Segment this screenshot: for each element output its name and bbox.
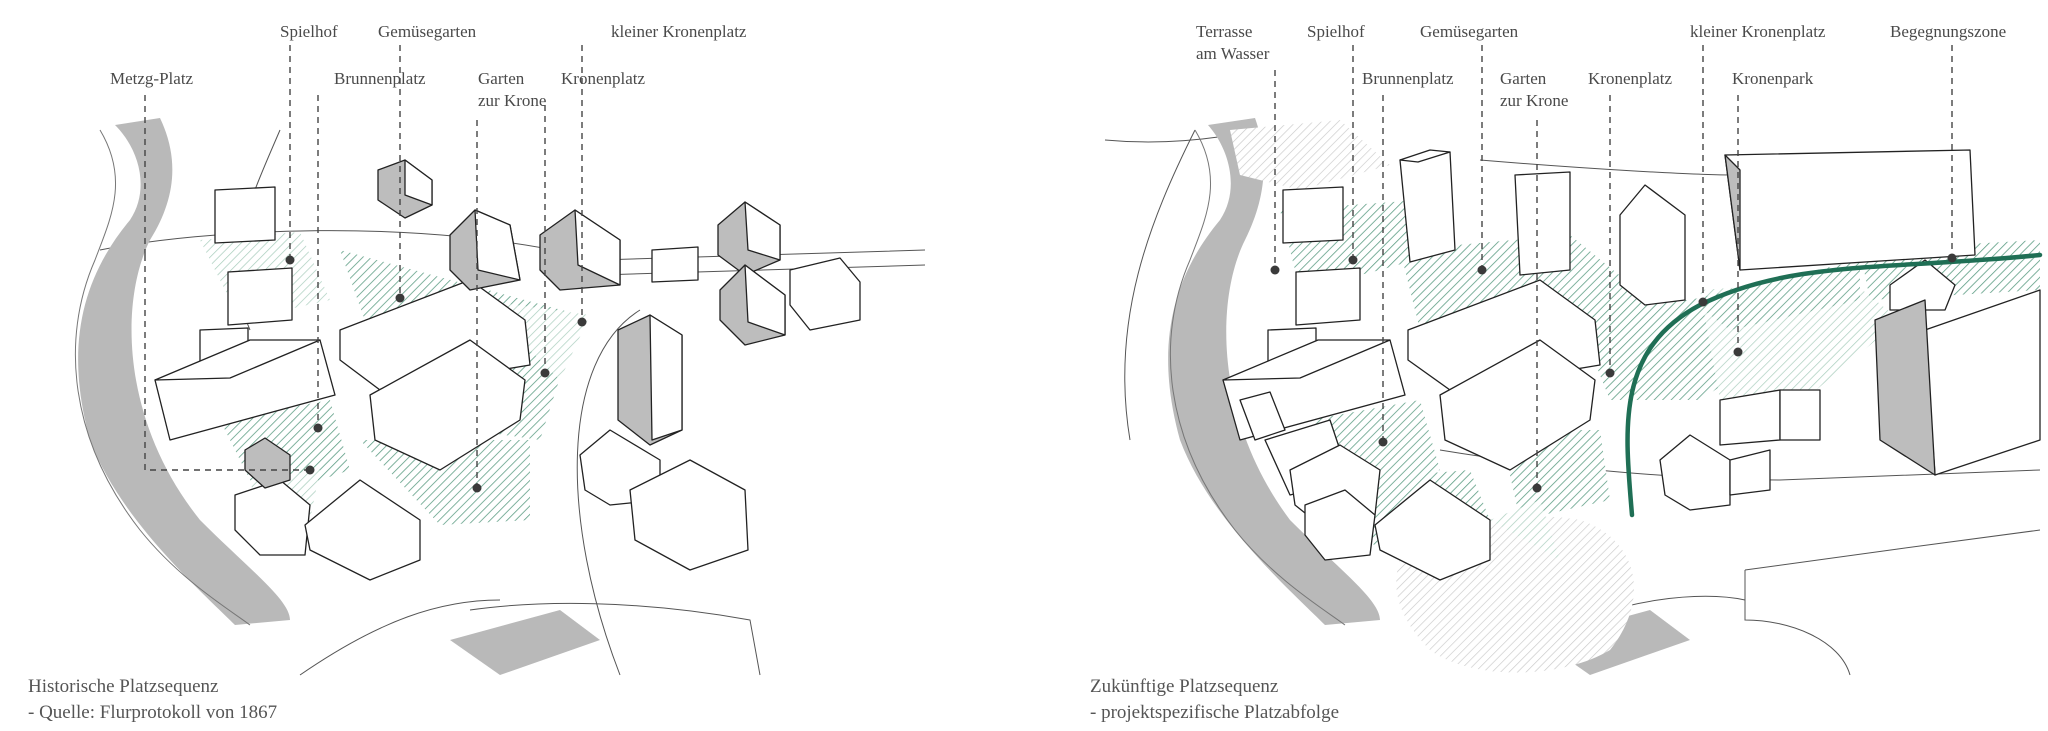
right-caption-subtitle: - projektspezifische Platzabfolge (1090, 702, 1339, 723)
left-river (74, 118, 600, 675)
left-buildings (154, 159, 861, 581)
right-leaders (1274, 45, 1953, 488)
label-brunnenplatz-r: Brunnenplatz (1362, 69, 1454, 88)
label-gemuesegarten: Gemüsegarten (378, 22, 477, 41)
label-terrasse-1: Terrasse (1196, 22, 1252, 41)
label-spielhof: Spielhof (280, 22, 338, 41)
label-gemuesegarten-r: Gemüsegarten (1420, 22, 1519, 41)
right-panel: Terrasse am Wasser Spielhof Brunnenplatz… (1090, 22, 2043, 723)
label-kronenplatz: Kronenplatz (561, 69, 645, 88)
left-panel: Metzg-Platz Spielhof Brunnenplatz Gemüse… (28, 22, 926, 723)
label-brunnenplatz: Brunnenplatz (334, 69, 426, 88)
label-garten-zur-krone-r-1: Garten (1500, 69, 1547, 88)
left-dots (285, 255, 587, 493)
left-leaders (144, 45, 583, 488)
label-kronenpark: Kronenpark (1732, 69, 1814, 88)
label-begegnungszone: Begegnungszone (1890, 22, 2006, 41)
label-garten-zur-krone-2: zur Krone (478, 91, 546, 110)
metzg-platz-boundary (144, 255, 310, 471)
left-caption-subtitle: - Quelle: Flurprotokoll von 1867 (28, 702, 277, 723)
label-kleiner-kronenplatz-r: kleiner Kronenplatz (1690, 22, 1826, 41)
label-kronenplatz-r: Kronenplatz (1588, 69, 1672, 88)
label-kleiner-kronenplatz: kleiner Kronenplatz (611, 22, 747, 41)
label-terrasse-2: am Wasser (1196, 44, 1270, 63)
label-garten-zur-krone-1: Garten (478, 69, 525, 88)
label-garten-zur-krone-r-2: zur Krone (1500, 91, 1568, 110)
right-buildings (1222, 149, 2041, 581)
left-caption-title: Historische Platzsequenz (28, 676, 218, 697)
right-dots (1270, 253, 1957, 493)
label-metzg-platz: Metzg-Platz (110, 69, 194, 88)
right-places (1230, 120, 2040, 673)
right-caption-title: Zukünftige Platzsequenz (1090, 676, 1278, 697)
label-spielhof-r: Spielhof (1307, 22, 1365, 41)
